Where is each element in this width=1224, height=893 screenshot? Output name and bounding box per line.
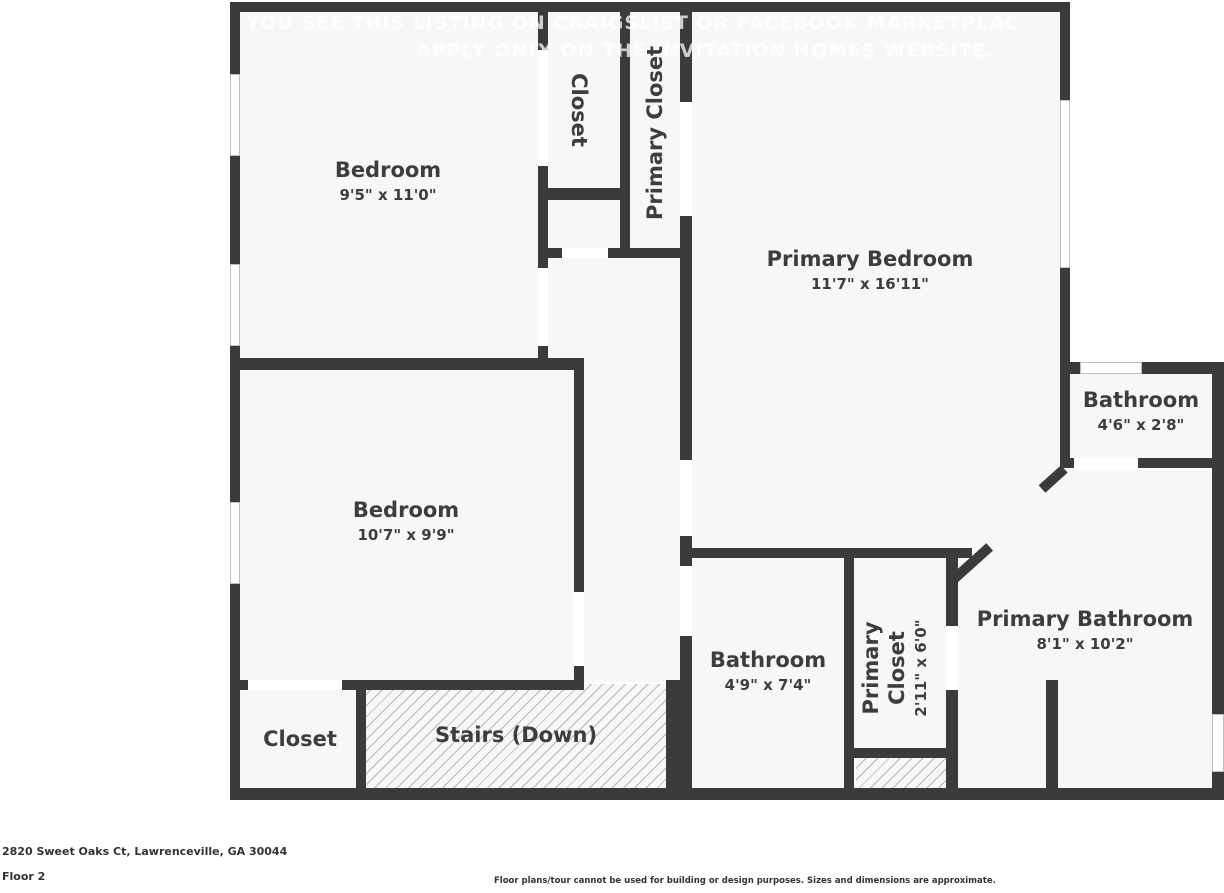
label-primary-closet-bottom: Primary Closet 2'11" x 6'0" (858, 598, 942, 738)
room-closet-bottom (240, 690, 356, 788)
floor-label: Floor 2 (2, 870, 46, 883)
room-linen (548, 200, 620, 248)
wall-bath-right (844, 548, 854, 800)
room-name: Bedroom (352, 498, 460, 522)
room-dimensions: 8'1" x 10'2" (1036, 635, 1134, 653)
label-bedroom-2: Bedroom 10'7" x 9'9" (306, 498, 506, 544)
wall-bottom (230, 788, 1224, 800)
door-primary-bedroom (680, 460, 692, 536)
label-primary-bedroom: Primary Bedroom 11'7" x 16'11" (740, 247, 1000, 293)
wall-bed2-bottom (230, 680, 584, 690)
room-name: Stairs (Down) (434, 723, 598, 747)
room-primary-closet-top (630, 12, 680, 248)
wall-smallbath-bottom (1060, 458, 1224, 468)
room-primary-bathroom (958, 470, 1212, 788)
closet-hatch (856, 758, 946, 788)
door-closet-top (538, 50, 548, 166)
window-bed2 (230, 502, 240, 584)
wall-closet-divider (620, 2, 630, 258)
wall-closet-bottom (538, 188, 630, 200)
label-bedroom-1: Bedroom 9'5" x 11'0" (288, 158, 488, 204)
door-bed1 (538, 268, 548, 346)
window-primary-bedroom (1060, 100, 1070, 268)
room-bedroom-1 (240, 12, 538, 360)
label-closet-top: Closet (567, 55, 591, 165)
door-linen (562, 248, 608, 258)
label-primary-bathroom: Primary Bathroom 8'1" x 10'2" (958, 607, 1212, 653)
stairs-area (366, 684, 666, 788)
room-bathroom-small (1070, 374, 1212, 458)
room-name: Bathroom (1082, 388, 1200, 412)
room-name: Closet (263, 727, 337, 751)
wall-top (230, 2, 1070, 12)
room-name-line-2: Closet (885, 631, 909, 705)
window-bed1-lower (230, 264, 240, 346)
door-primary-closet-top (680, 102, 692, 216)
room-bedroom-2 (240, 370, 574, 680)
property-address: 2820 Sweet Oaks Ct, Lawrenceville, GA 30… (2, 845, 288, 858)
wall-pbath-stub (1046, 680, 1058, 790)
room-dimensions: 2'11" x 6'0" (912, 619, 930, 717)
wall-pbed-bottom (680, 548, 972, 558)
room-name: Primary Bedroom (766, 247, 974, 271)
room-name: Primary Bathroom (976, 607, 1194, 631)
window-pbath (1212, 714, 1224, 772)
wall-stairs-left (356, 680, 366, 790)
room-dimensions: 9'5" x 11'0" (339, 186, 437, 204)
room-name: Bedroom (334, 158, 442, 182)
door-small-bath (1074, 458, 1138, 468)
watermark-line-2: APPLY ONLY ON THE INVITATION HOMES WEBSI… (416, 40, 995, 62)
room-dimensions: 10'7" x 9'9" (357, 526, 455, 544)
door-closet-bottom (248, 680, 342, 690)
wall-right-lower (1212, 362, 1224, 800)
room-dimensions: 11'7" x 16'11" (811, 275, 929, 293)
wall-pcloset-bottom (844, 748, 958, 758)
door-bed2 (574, 592, 584, 666)
room-primary-closet-bottom (854, 558, 946, 748)
room-name-line-1: Primary (859, 621, 883, 715)
wall-bed1-bottom (230, 358, 584, 370)
label-closet-bottom: Closet (240, 727, 360, 751)
wall-linen-bottom (538, 248, 690, 258)
watermark-line-1: YOU SEE THIS LISTING ON CRAIGSLIST OR FA… (246, 12, 1021, 34)
wall-bed2-right (574, 358, 584, 690)
room-closet-top (548, 12, 620, 188)
room-name: Closet (567, 73, 591, 147)
room-dimensions: 4'6" x 2'8" (1097, 416, 1185, 434)
wall-stairs-right (666, 680, 680, 790)
room-name: Primary Closet (643, 45, 667, 220)
room-primary-bedroom (692, 12, 1060, 548)
label-bathroom-hall: Bathroom 4'9" x 7'4" (692, 648, 844, 694)
label-stairs: Stairs (Down) (366, 723, 666, 747)
label-bathroom-small: Bathroom 4'6" x 2'8" (1070, 388, 1212, 434)
wall-bed1-right (538, 2, 548, 362)
door-pcloset-bottom (946, 626, 958, 690)
door-bathroom-hall (680, 566, 692, 636)
window-bed1-upper (230, 74, 240, 156)
room-bathroom-hall (692, 558, 844, 788)
window-small-bath (1080, 362, 1142, 374)
label-primary-closet-top: Primary Closet (643, 45, 667, 220)
room-dimensions: 4'9" x 7'4" (724, 676, 812, 694)
room-name: Bathroom (709, 648, 827, 672)
disclaimer: Floor plans/tour cannot be used for buil… (494, 876, 996, 886)
wall-left (230, 2, 240, 800)
